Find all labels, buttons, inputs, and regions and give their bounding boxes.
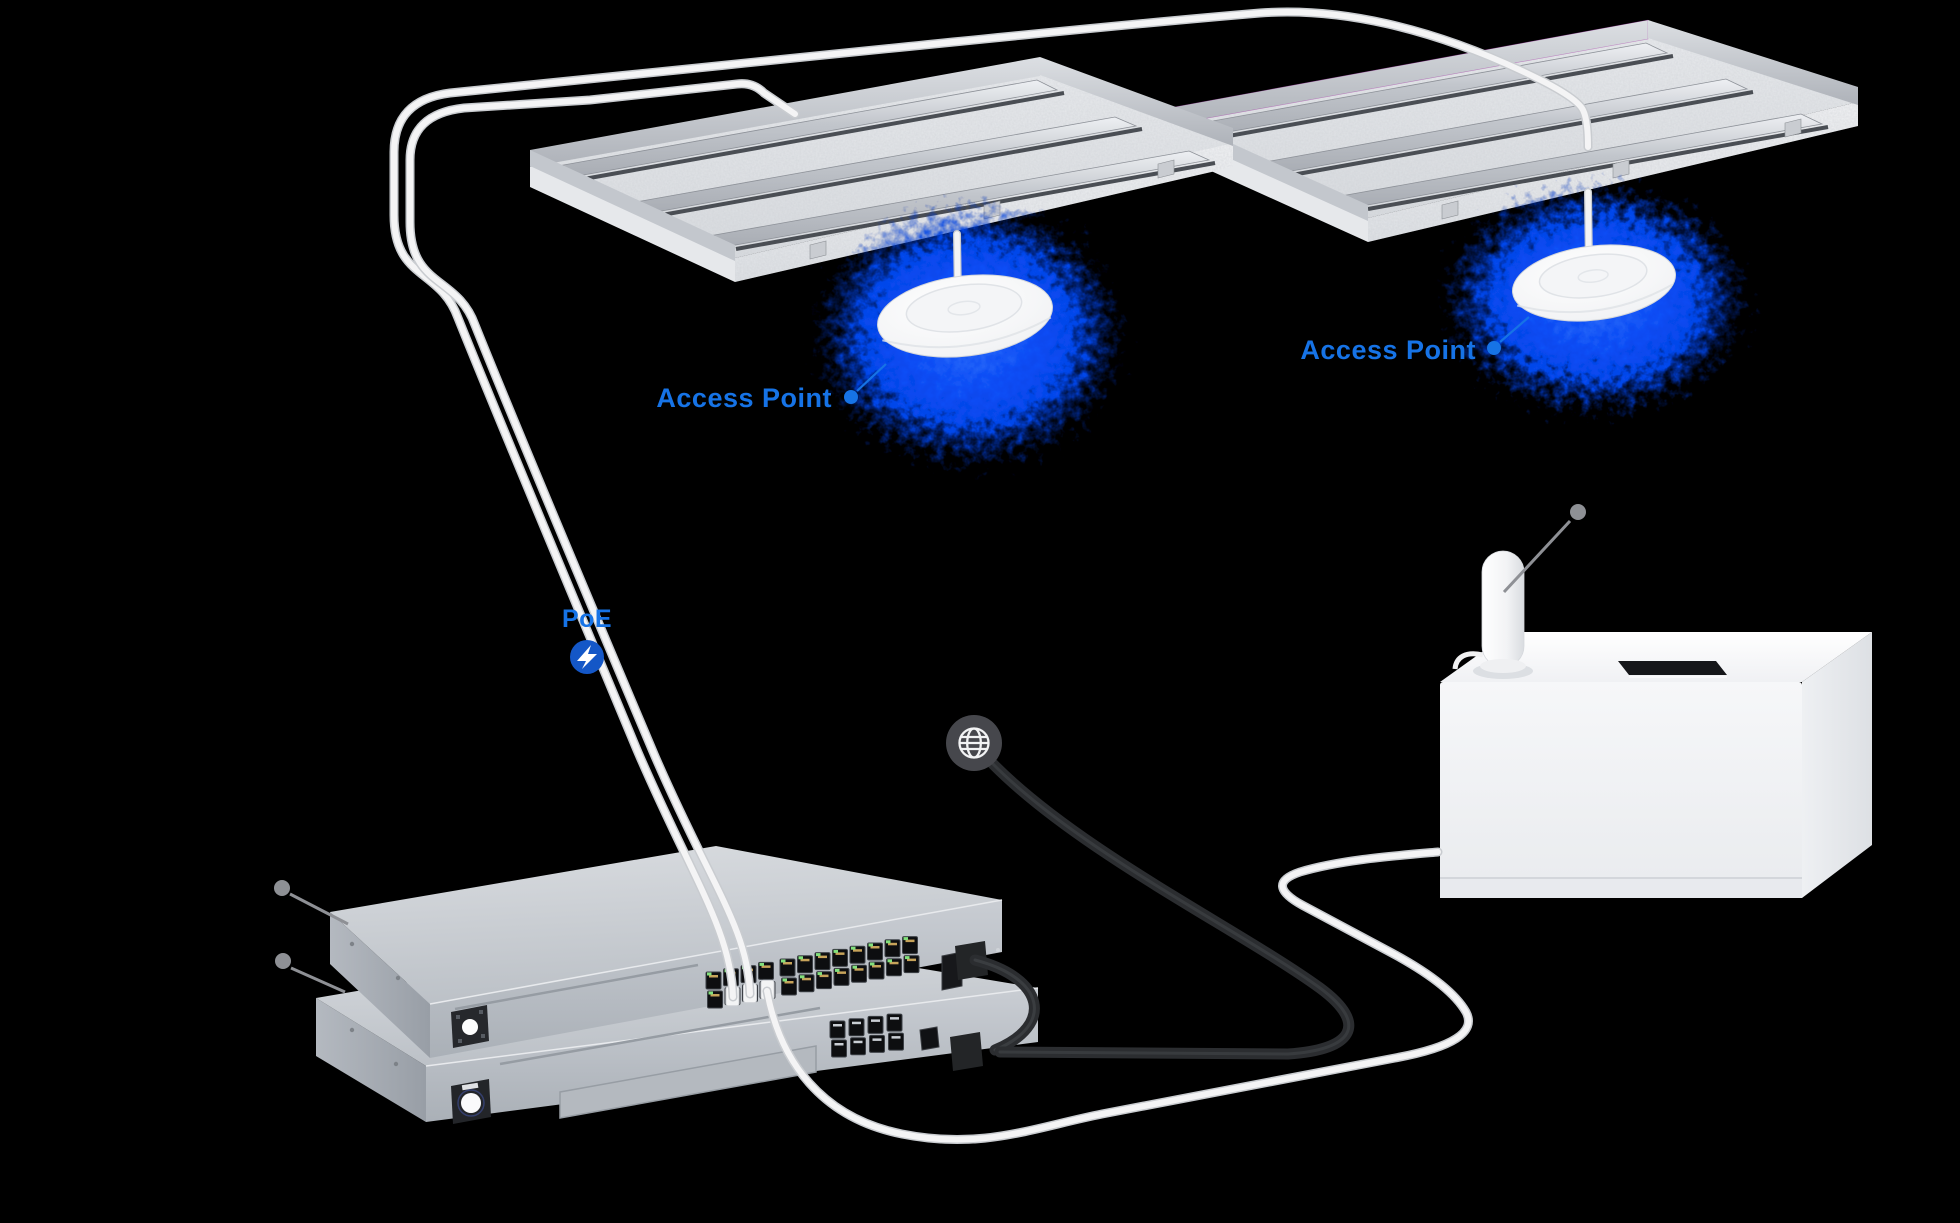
port-led	[798, 956, 803, 960]
port-led	[851, 946, 856, 950]
tile-left-wall	[530, 150, 735, 261]
callout-antenna	[1502, 504, 1586, 594]
access-point-right-annotation: Access Point	[1300, 316, 1530, 365]
uplink-cable-switch-to-gateway	[950, 941, 1040, 1071]
access-point-left-device	[877, 230, 1053, 358]
internet-globe-icon	[946, 715, 1002, 771]
port-led	[817, 972, 822, 976]
switch-port-block-main	[779, 936, 920, 996]
port-led	[759, 962, 764, 966]
port-led	[886, 940, 891, 944]
backup-box	[1440, 550, 1872, 898]
ap-callout-dot	[1487, 341, 1501, 355]
tile-right-wall	[1040, 57, 1233, 146]
tile-left-edge	[530, 163, 735, 282]
port-led	[707, 972, 712, 976]
box-top	[1440, 632, 1872, 682]
switch-top	[330, 846, 1002, 1004]
callout-gateway	[275, 953, 346, 994]
poe-switch-device	[330, 846, 1003, 1058]
port-led	[800, 975, 805, 979]
switch-display-dial	[462, 1019, 478, 1035]
switch-side	[330, 912, 430, 1058]
port-led	[868, 943, 873, 947]
poe-label: PoE	[562, 605, 612, 633]
port-led	[870, 962, 875, 966]
box-side	[1802, 632, 1872, 898]
antenna-cable	[1452, 651, 1484, 670]
tile-feet	[1441, 118, 1802, 220]
port-led	[887, 959, 892, 963]
port-led	[708, 991, 713, 995]
switch-groove	[454, 963, 699, 1011]
port-led	[833, 949, 838, 953]
port-led	[835, 968, 840, 972]
internet-cable	[987, 758, 1355, 1060]
rj45-port	[829, 1020, 846, 1039]
ap-logo-ring	[1577, 269, 1609, 284]
rj45-port	[869, 1034, 885, 1053]
callout-dot	[275, 953, 291, 969]
access-point-left-label: Access Point	[656, 383, 832, 413]
tile-grooves	[1211, 54, 1829, 211]
callout-switch	[274, 880, 349, 926]
ap-callout-dot	[844, 390, 858, 404]
tile-right-wall	[1648, 20, 1858, 105]
poe-cable-to-left-ap	[405, 79, 800, 999]
backup-box-cable	[762, 847, 1473, 1145]
poe-annotation: PoE	[562, 605, 612, 674]
rj45-port	[886, 1013, 903, 1032]
ap-logo-ring	[947, 300, 981, 316]
gateway-wan-port	[919, 1026, 940, 1051]
gateway-display-dial	[461, 1093, 481, 1113]
box-front	[1440, 682, 1802, 898]
box-base	[1440, 879, 1802, 898]
port-led	[782, 978, 787, 982]
port-led	[905, 956, 910, 960]
port-led	[852, 965, 857, 969]
rj45-port	[888, 1032, 904, 1051]
ap-disc	[877, 274, 1053, 358]
rj45-port	[831, 1039, 847, 1058]
rj45-port	[850, 1037, 866, 1056]
port-led	[903, 937, 908, 941]
gateway-vent	[559, 1045, 817, 1119]
ceiling-tile-right	[1157, 19, 1858, 242]
access-point-right-device	[1511, 188, 1677, 322]
access-point-left-annotation: Access Point	[656, 363, 887, 413]
gateway-port-block	[829, 1013, 904, 1058]
gateway-groove	[499, 1006, 821, 1066]
rj45-port	[848, 1018, 865, 1037]
gateway-side	[316, 998, 426, 1122]
callout-dot	[1570, 504, 1586, 520]
access-point-right-label: Access Point	[1300, 335, 1476, 365]
ap-disc	[1511, 244, 1677, 322]
port-led	[781, 959, 786, 963]
port-led	[816, 953, 821, 957]
poe-cable-to-right-ap	[389, 7, 1593, 1002]
box-handle-slot	[1618, 661, 1727, 675]
callout-dot	[274, 880, 290, 896]
rj45-port	[867, 1015, 884, 1034]
cable-plug	[950, 1032, 983, 1071]
